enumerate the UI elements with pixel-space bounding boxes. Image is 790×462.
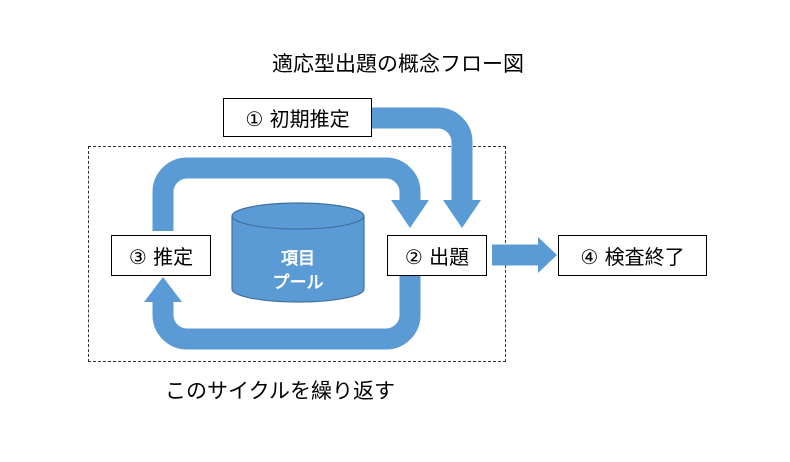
arrowhead-initial bbox=[443, 200, 481, 228]
node-estimate: ③ 推定 bbox=[111, 235, 211, 276]
arrowhead-loop-bottom bbox=[144, 277, 182, 302]
item-pool-label-1: 項目 bbox=[281, 249, 315, 269]
arrow-question-to-estimate bbox=[152, 276, 421, 350]
node-end: ④ 検査終了 bbox=[558, 235, 707, 276]
node-question: ② 出題 bbox=[387, 235, 487, 276]
item-pool-label-2: プール bbox=[272, 273, 324, 293]
loop-caption: このサイクルを繰り返す bbox=[165, 379, 395, 403]
arrow-initial-to-question bbox=[372, 107, 473, 202]
arrow-estimate-to-question bbox=[152, 157, 421, 231]
arrowhead-loop-top bbox=[391, 200, 429, 228]
arrowhead-end bbox=[538, 237, 557, 273]
diagram-title: 適応型出題の概念フロー図 bbox=[272, 52, 524, 76]
item-pool-cylinder bbox=[231, 202, 365, 303]
node-initial-estimate: ① 初期推定 bbox=[223, 98, 372, 137]
